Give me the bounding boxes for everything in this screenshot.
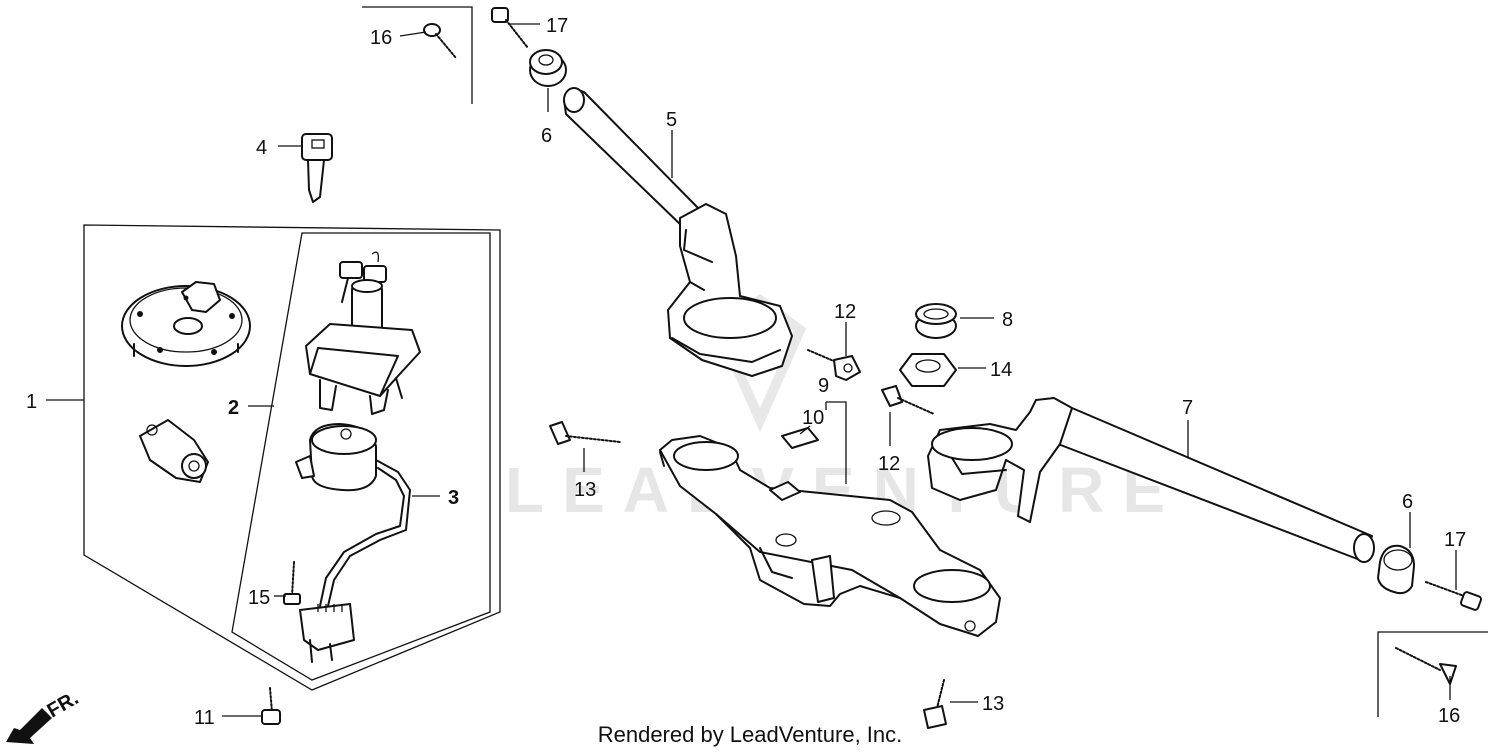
inset-bracket-bottom xyxy=(1377,631,1488,717)
callout-9: 9 xyxy=(818,375,829,397)
callout-16-right: 16 xyxy=(1438,705,1460,727)
ignition-set-group-box xyxy=(83,224,501,691)
bar-end-weight-right xyxy=(1377,544,1415,595)
key-part xyxy=(301,133,333,203)
leader-lines xyxy=(46,23,1457,717)
bolt-part-13-left xyxy=(549,421,621,445)
callout-6-right: 6 xyxy=(1402,491,1413,513)
bolt-part-17-top xyxy=(491,7,529,49)
bolt-part-11 xyxy=(261,687,281,725)
left-handlebar-part xyxy=(563,87,793,377)
ignition-switch-part xyxy=(305,251,421,415)
callout-7: 7 xyxy=(1182,397,1193,419)
bolt-part-12-lower xyxy=(881,385,935,415)
seat-lock-part xyxy=(139,419,209,483)
callout-15: 15 xyxy=(248,587,270,609)
callout-16-top: 16 xyxy=(370,27,392,49)
callout-12-upper: 12 xyxy=(834,301,856,323)
callout-13-left: 13 xyxy=(574,479,596,501)
callout-8: 8 xyxy=(1002,309,1013,331)
callout-10: 10 xyxy=(802,407,824,429)
callout-13-bottom: 13 xyxy=(982,693,1004,715)
cap-part-8 xyxy=(915,303,957,339)
bolt-part-16-top xyxy=(423,23,457,59)
bar-end-weight-top xyxy=(529,49,567,87)
bolt-part-16-right xyxy=(1395,647,1457,685)
callout-6-top: 6 xyxy=(541,125,552,147)
nut-part-14 xyxy=(899,353,957,387)
callout-4: 4 xyxy=(256,137,267,159)
screw-part-15 xyxy=(283,561,301,605)
steering-lock-part xyxy=(295,423,411,663)
inset-bracket-top xyxy=(362,6,473,104)
footer-credit: Rendered by LeadVenture, Inc. xyxy=(597,722,903,747)
top-bridge-part xyxy=(659,435,1001,637)
fuel-cap-part xyxy=(121,281,251,367)
callout-5: 5 xyxy=(666,109,677,131)
bolt-part-17-right xyxy=(1425,581,1483,611)
callout-1: 1 xyxy=(26,391,37,413)
callout-12-lower: 12 xyxy=(878,453,900,475)
ignition-switch-group-box xyxy=(231,232,491,681)
bolt-part-12-upper xyxy=(807,349,861,381)
callout-2: 2 xyxy=(228,397,239,419)
callout-11: 11 xyxy=(194,707,215,729)
callout-17-right: 17 xyxy=(1444,529,1466,551)
callout-17-top: 17 xyxy=(546,15,568,37)
callout-3: 3 xyxy=(448,487,459,509)
bracket-9 xyxy=(826,401,847,484)
bolt-part-13-bottom xyxy=(923,679,947,729)
right-handlebar-part xyxy=(927,397,1375,563)
front-arrow-icon xyxy=(6,708,52,744)
callout-14: 14 xyxy=(990,359,1012,381)
plate-part-10 xyxy=(781,427,819,449)
